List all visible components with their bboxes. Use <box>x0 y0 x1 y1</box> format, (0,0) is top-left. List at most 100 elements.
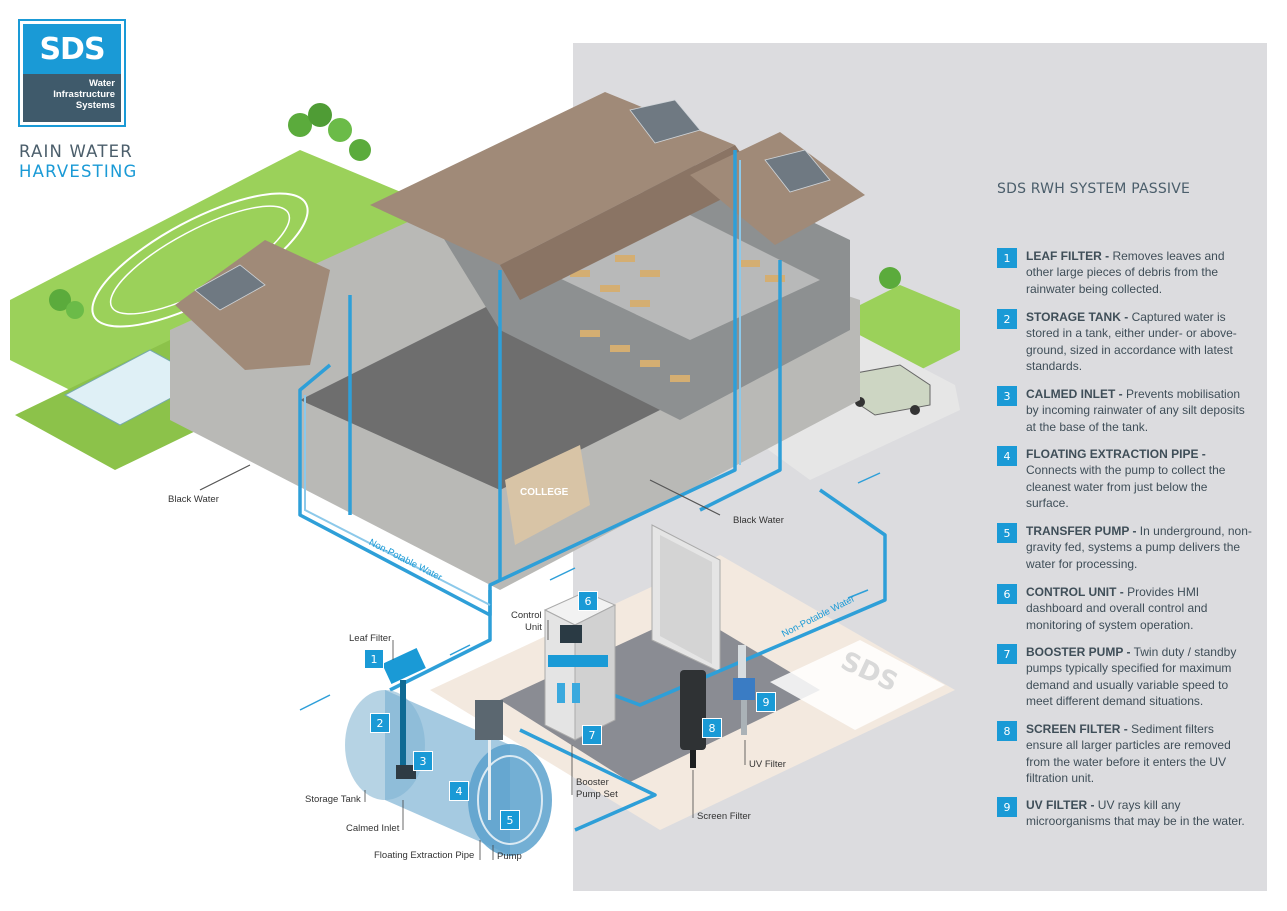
step-text: Removes leaves and other large pieces of… <box>1026 249 1225 296</box>
solar-panels <box>194 99 831 311</box>
step-description: CALMED INLET - Prevents mobilisation by … <box>1026 386 1252 435</box>
minibus <box>844 364 931 416</box>
step-number: 7 <box>997 644 1017 664</box>
step-text: Twin duty / standby pumps typically spec… <box>1026 645 1237 708</box>
step-text: Captured water is stored in a tank, eith… <box>1026 310 1237 373</box>
control-unit-cabinet <box>543 591 617 741</box>
roof-main <box>370 92 735 265</box>
callout-lines <box>364 620 746 860</box>
flow-arrows <box>299 472 881 711</box>
college-sign: COLLEGE <box>520 487 569 498</box>
logo-caption: Water Infrastructure Systems <box>23 74 121 122</box>
step-number: 5 <box>997 523 1017 543</box>
calmed-inlet-unit <box>396 765 416 779</box>
badge-pump: 5 <box>500 810 520 830</box>
callout-screen-filter: Screen Filter <box>697 811 751 822</box>
callout-uv-filter: UV Filter <box>749 759 786 770</box>
logo-line-systems: Systems <box>75 100 115 111</box>
step-number: 6 <box>997 584 1017 604</box>
extraction-pipe <box>488 740 491 820</box>
step-text: UV rays kill any microorganisms that may… <box>1026 798 1245 829</box>
page-title-line-1: RAIN WATER <box>19 142 133 161</box>
step-text: Provides HMI dashboard and overall contr… <box>1026 585 1208 632</box>
step-label: TRANSFER PUMP - <box>1026 524 1137 538</box>
step-label: BOOSTER PUMP - <box>1026 645 1131 659</box>
step-description: STORAGE TANK - Captured water is stored … <box>1026 309 1252 374</box>
step-number: 2 <box>997 309 1017 329</box>
uv-filter-unit <box>733 645 755 735</box>
step-label: LEAF FILTER - <box>1026 249 1110 263</box>
step-storage-tank: 2 STORAGE TANK - Captured water is store… <box>997 309 1252 374</box>
roof-left <box>175 240 330 370</box>
callout-black-water-left: Black Water <box>168 494 219 505</box>
trees-top <box>49 103 901 414</box>
step-text: In underground, non-gravity fed, systems… <box>1026 524 1252 571</box>
badge-leaf-filter: 1 <box>364 649 384 669</box>
step-description: TRANSFER PUMP - In underground, non-grav… <box>1026 523 1252 572</box>
step-label: FLOATING EXTRACTION PIPE - <box>1026 447 1206 461</box>
step-text: Connects with the pump to collect the cl… <box>1026 463 1226 510</box>
sds-logo: SDS Water Infrastructure Systems <box>18 19 126 127</box>
logo-mark: SDS <box>23 24 121 74</box>
step-description: UV FILTER - UV rays kill any microorgani… <box>1026 797 1252 830</box>
badge-screen-filter: 8 <box>702 718 722 738</box>
callout-booster-line-2: Pump Set <box>576 789 618 800</box>
roof-main-side <box>500 145 760 300</box>
badge-storage-tank: 2 <box>370 713 390 733</box>
step-label: SCREEN FILTER - <box>1026 722 1128 736</box>
step-label: CALMED INLET - <box>1026 387 1123 401</box>
step-description: SCREEN FILTER - Sediment filters ensure … <box>1026 721 1252 786</box>
step-description: CONTROL UNIT - Provides HMI dashboard an… <box>1026 584 1252 633</box>
step-number: 8 <box>997 721 1017 741</box>
downpipe <box>400 680 406 775</box>
step-description: LEAF FILTER - Removes leaves and other l… <box>1026 248 1252 297</box>
callout-storage-tank: Storage Tank <box>305 794 361 805</box>
college-entrance <box>505 445 590 545</box>
logo-line-water: Water <box>88 78 115 89</box>
badge-floating-pipe: 4 <box>449 781 469 801</box>
step-label: STORAGE TANK - <box>1026 310 1129 324</box>
step-description: FLOATING EXTRACTION PIPE - Connects with… <box>1026 446 1252 511</box>
step-transfer-pump: 5 TRANSFER PUMP - In underground, non-gr… <box>997 523 1252 572</box>
step-number: 1 <box>997 248 1017 268</box>
callout-floating-pipe: Floating Extraction Pipe <box>374 850 475 861</box>
callout-pump: Pump <box>497 851 522 862</box>
callout-control-unit-line-1: Control <box>511 610 542 621</box>
black-water-arrows <box>199 464 721 516</box>
step-number: 4 <box>997 446 1017 466</box>
step-control-unit: 6 CONTROL UNIT - Provides HMI dashboard … <box>997 584 1252 633</box>
panel-title: SDS RWH SYSTEM PASSIVE <box>997 181 1191 197</box>
step-description: BOOSTER PUMP - Twin duty / standby pumps… <box>1026 644 1252 709</box>
step-number: 3 <box>997 386 1017 406</box>
page-title-line-2: HARVESTING <box>19 162 138 181</box>
floor-logo-plate <box>770 640 945 730</box>
step-calmed-inlet: 3 CALMED INLET - Prevents mobilisation b… <box>997 386 1252 435</box>
step-uv-filter: 9 UV FILTER - UV rays kill any microorga… <box>997 797 1252 830</box>
screen-filter-unit <box>680 670 706 768</box>
badge-uv-filter: 9 <box>756 692 776 712</box>
step-label: UV FILTER - <box>1026 798 1095 812</box>
step-leaf-filter: 1 LEAF FILTER - Removes leaves and other… <box>997 248 1252 297</box>
pipe-network <box>298 150 887 832</box>
pipe-highlights <box>304 160 741 606</box>
step-screen-filter: 8 SCREEN FILTER - Sediment filters ensur… <box>997 721 1252 786</box>
badge-control-unit: 6 <box>578 591 598 611</box>
callout-leaf-filter: Leaf Filter <box>349 633 392 644</box>
badge-booster-pump: 7 <box>582 725 602 745</box>
callout-control-unit-line-2: Unit <box>525 622 542 633</box>
badge-calmed-inlet: 3 <box>413 751 433 771</box>
logo-line-infrastructure: Infrastructure <box>53 89 115 100</box>
step-booster-pump: 7 BOOSTER PUMP - Twin duty / standby pum… <box>997 644 1252 709</box>
step-floating-extraction-pipe: 4 FLOATING EXTRACTION PIPE - Connects wi… <box>997 446 1252 511</box>
step-text: Sediment filters ensure all larger parti… <box>1026 722 1231 785</box>
step-number: 9 <box>997 797 1017 817</box>
leaf-filter-unit <box>382 648 426 684</box>
callout-calmed-inlet: Calmed Inlet <box>346 823 400 834</box>
callout-booster-line-1: Booster <box>576 777 609 788</box>
pump-housing <box>475 700 503 740</box>
step-label: CONTROL UNIT - <box>1026 585 1124 599</box>
callout-black-water-right: Black Water <box>733 515 784 526</box>
step-text: Prevents mobilisation by incoming rainwa… <box>1026 387 1245 434</box>
door-panel <box>660 535 712 664</box>
